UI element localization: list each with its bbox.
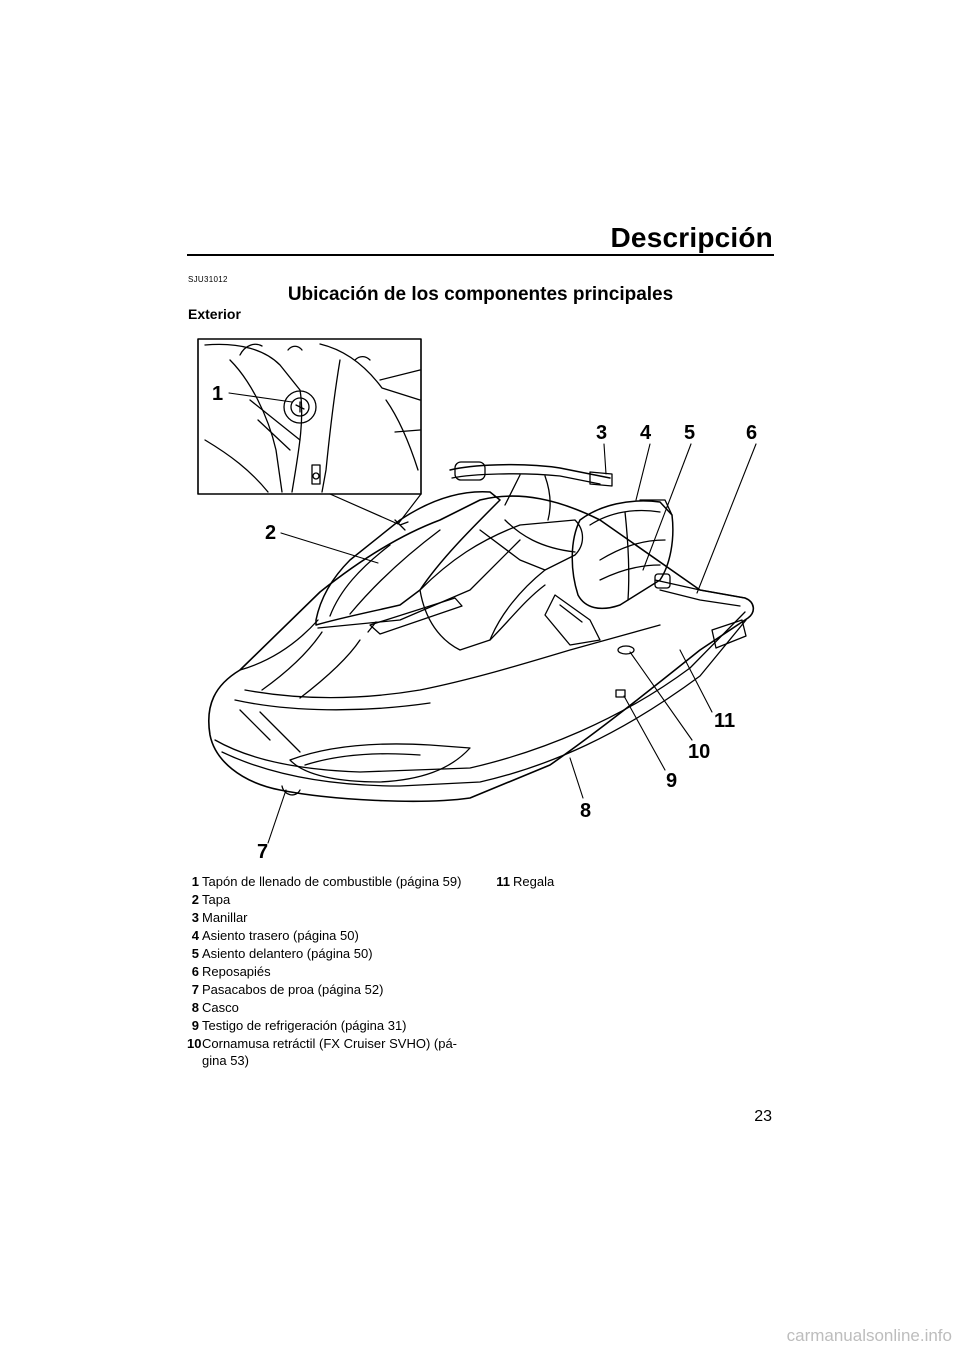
legend-number: 7 [191, 982, 199, 997]
callout-5: 5 [684, 422, 695, 444]
legend-number: 9 [191, 1018, 199, 1033]
inset-frame [197, 338, 422, 495]
legend-number: 1 [191, 874, 199, 889]
legend-item: 2 Tapa [187, 891, 477, 908]
watercraft-body [208, 461, 755, 803]
callout-7: 7 [257, 841, 268, 863]
legend-text: Asiento delantero (página 50) [202, 946, 373, 961]
legend-text: Tapa [202, 892, 231, 907]
legend-item: 6 Reposapiés [187, 963, 477, 980]
watermark: carmanualsonline.info [786, 1326, 952, 1345]
legend-item: 1 Tapón de llenado de combustible (págin… [187, 873, 477, 890]
legend-item: 9 Testigo de refrigeración (página 31) [187, 1017, 477, 1034]
document-code: SJU31012 [188, 275, 228, 284]
legend-text: Casco [202, 1000, 239, 1015]
legend-item: 10 Cornamusa retráctil (FX Cruiser SVHO)… [187, 1035, 477, 1069]
callout-8: 8 [580, 800, 591, 822]
legend-item: 5 Asiento delantero (página 50) [187, 945, 477, 962]
callout-4: 4 [640, 422, 652, 444]
legend-item: 4 Asiento trasero (página 50) [187, 927, 477, 944]
legend-number: 11 [496, 874, 510, 889]
legend-number: 4 [191, 928, 199, 943]
legend-column-2: 11 Regala [488, 873, 778, 891]
legend-number: 6 [191, 964, 199, 979]
callout-2: 2 [265, 522, 276, 544]
legend-number: 10 [187, 1036, 202, 1051]
callout-1: 1 [212, 383, 223, 405]
callout-10: 10 [688, 741, 710, 763]
callout-numbers: 1 2 3 4 5 6 7 8 9 10 11 [212, 383, 757, 863]
legend-text: Regala [513, 874, 555, 889]
legend-text: Tapón de llenado de combustible (página … [202, 874, 462, 889]
callout-leaders [228, 392, 757, 844]
title-rule [187, 254, 774, 256]
legend-number: 2 [191, 892, 199, 907]
legend-number: 5 [191, 946, 199, 961]
subheading: Exterior [188, 306, 241, 322]
legend-item: 7 Pasacabos de proa (página 52) [187, 981, 477, 998]
legend-text: Cornamusa retráctil (FX Cruiser SVHO) (p… [202, 1036, 457, 1068]
inset-detail [204, 343, 421, 493]
legend-number: 8 [191, 1000, 199, 1015]
section-title: Descripción [610, 222, 773, 253]
legend-item: 3 Manillar [187, 909, 477, 926]
callout-9: 9 [666, 770, 677, 792]
watercraft-illustration: 1 2 3 4 5 6 7 8 9 10 11 [197, 338, 757, 863]
callout-11: 11 [714, 710, 735, 732]
legend-text: Manillar [202, 910, 248, 925]
callout-3: 3 [596, 422, 607, 444]
legend-text: Testigo de refrigeración (página 31) [202, 1018, 407, 1033]
page-number: 23 [754, 1108, 772, 1125]
legend-text: Asiento trasero (página 50) [202, 928, 359, 943]
legend-number: 3 [191, 910, 199, 925]
legend-item: 8 Casco [187, 999, 477, 1016]
page-heading: Ubicación de los componentes principales [287, 284, 674, 305]
legend-item: 11 Regala [488, 873, 778, 890]
callout-6: 6 [746, 422, 757, 444]
legend-text: Reposapiés [202, 964, 271, 979]
legend-column-1: 1 Tapón de llenado de combustible (págin… [187, 873, 477, 1070]
legend-text: Pasacabos de proa (página 52) [202, 982, 384, 997]
